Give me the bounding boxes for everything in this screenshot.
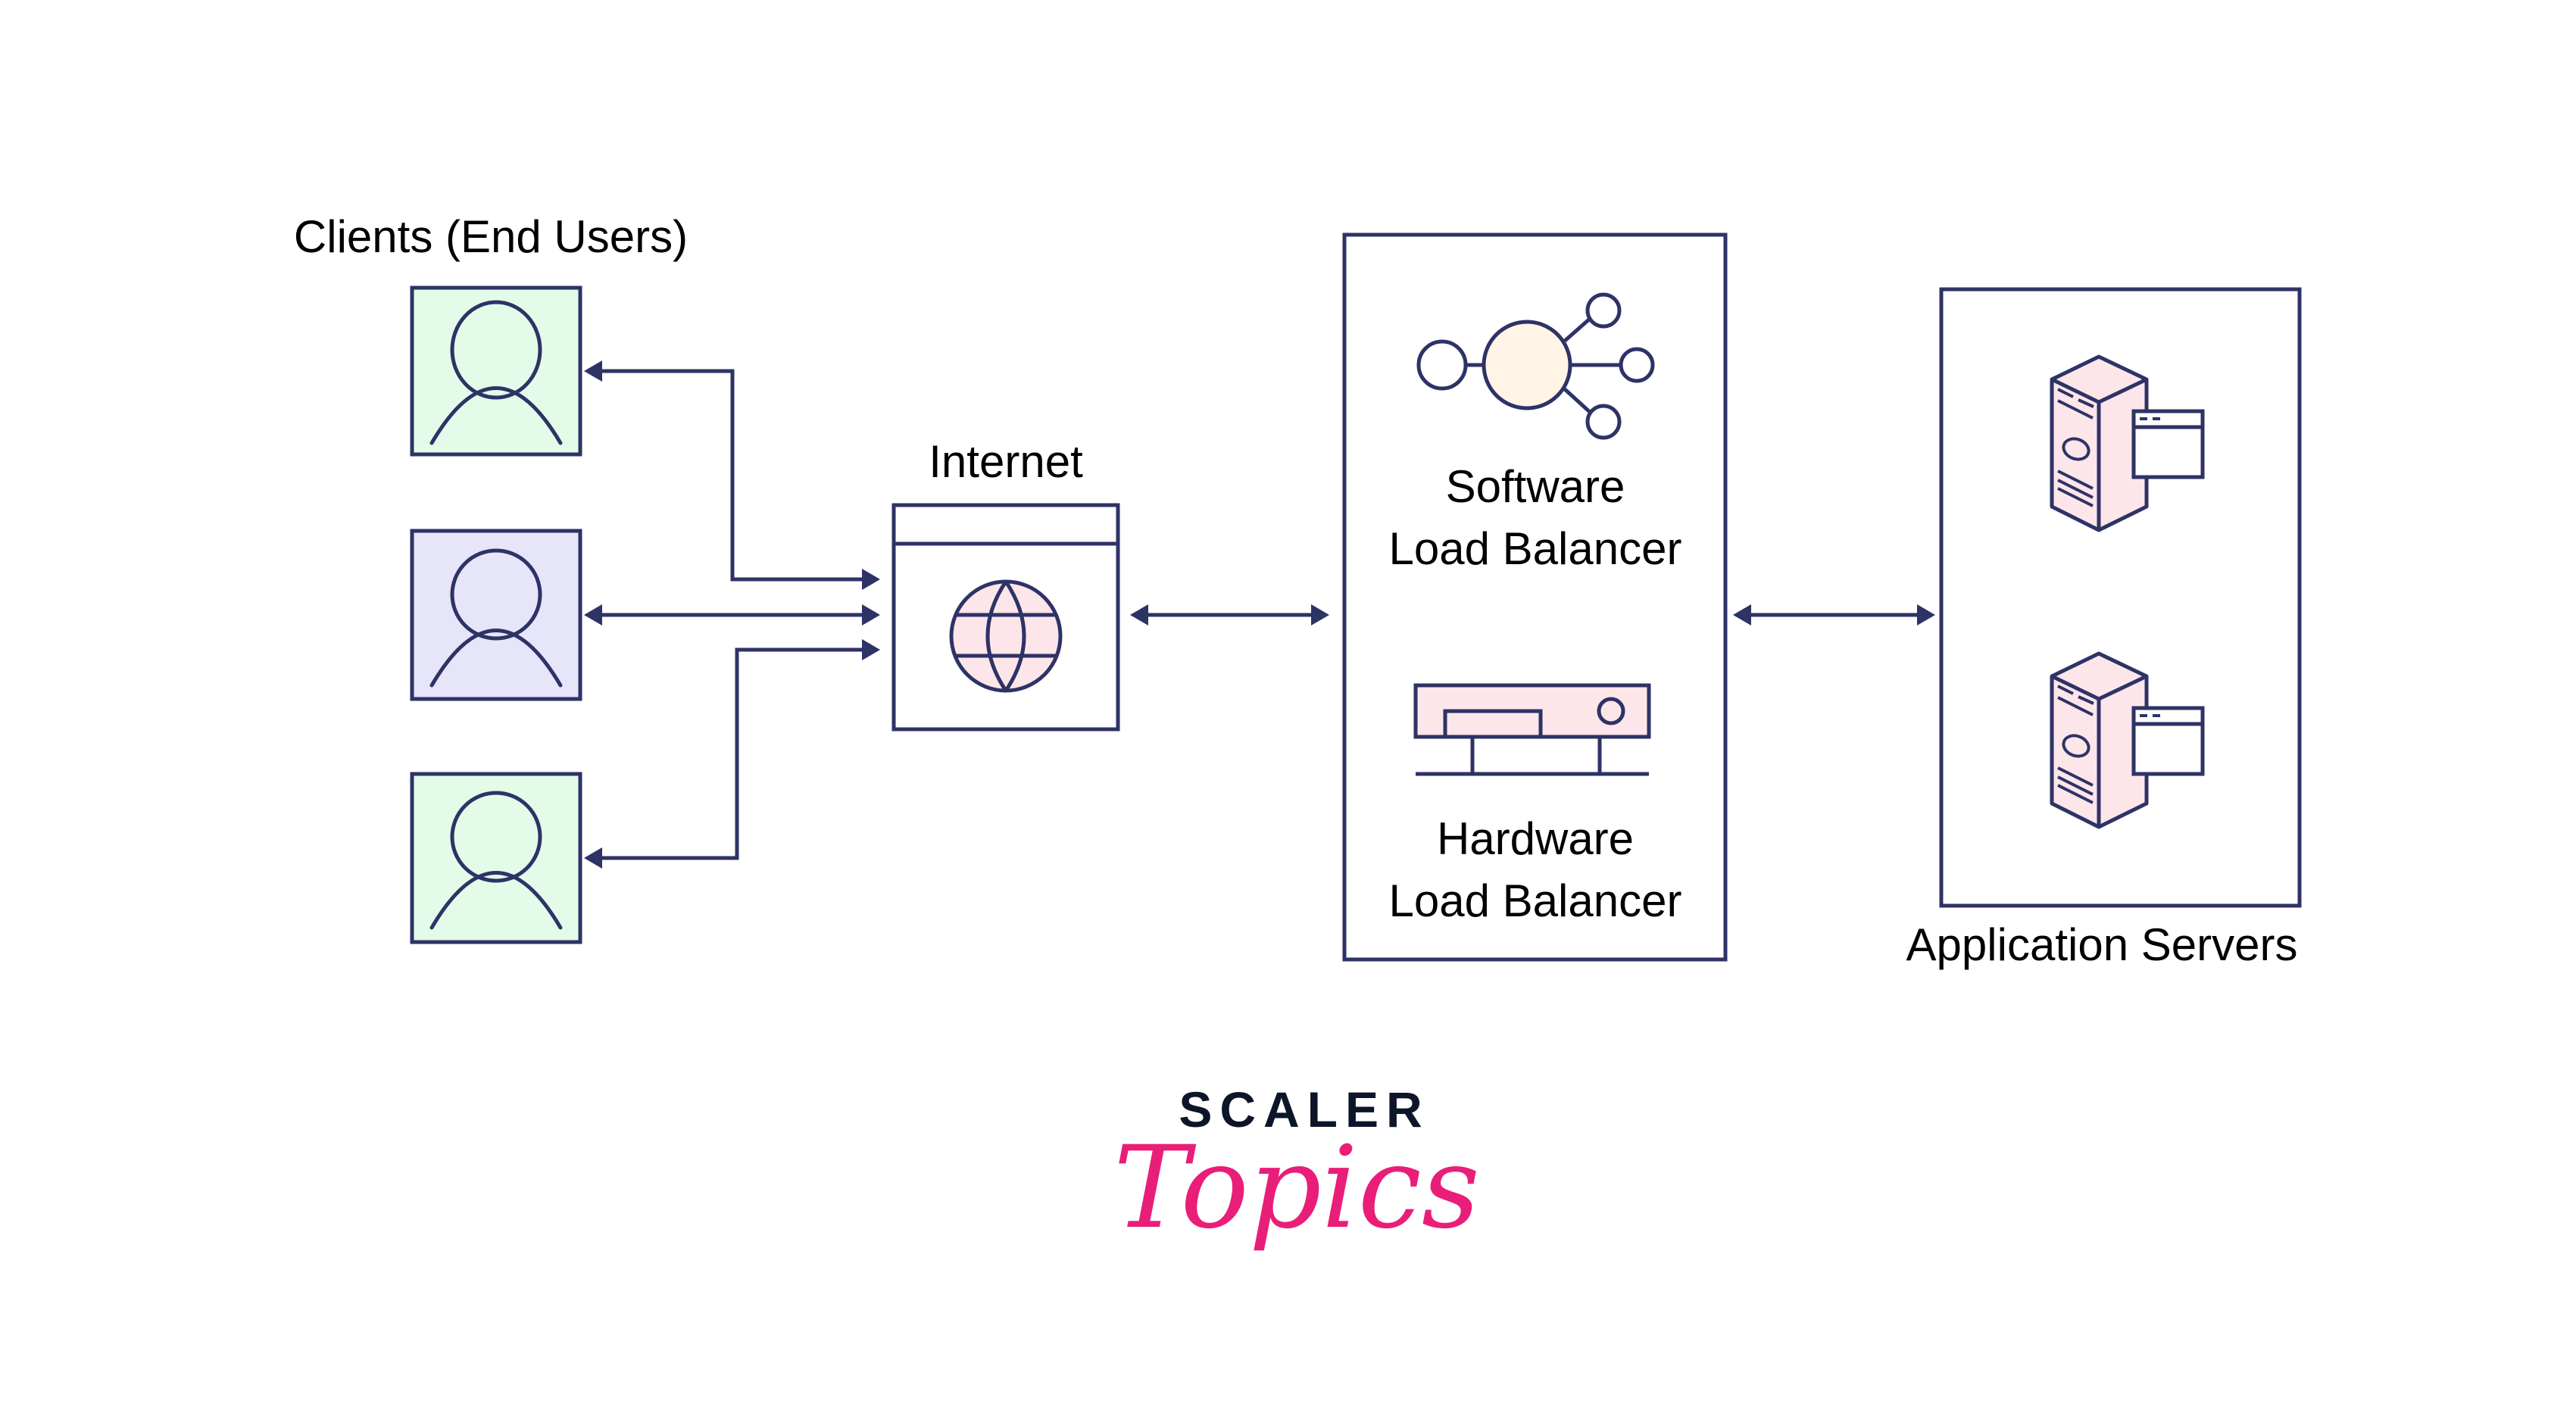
hardware-lb-line1: Hardware [1437, 813, 1634, 864]
network-hub-icon [1416, 292, 1655, 440]
internet-window [891, 503, 1120, 732]
connector-client-3 [595, 647, 863, 860]
globe-icon [949, 579, 1063, 693]
arrowhead-lb-side [1311, 604, 1329, 626]
arrowhead-client-3-right [862, 639, 880, 660]
app-servers-container [1939, 287, 2302, 908]
logo-product-text: Topics [1113, 1122, 1480, 1254]
client-1 [410, 285, 582, 457]
logo-brand-text: SCALER [1179, 1081, 1429, 1137]
arrowhead-client-2-left [584, 604, 602, 626]
connector-internet-lb [1130, 604, 1329, 626]
server-tower-icon [2050, 651, 2205, 829]
arrowhead-client-3-left [584, 847, 602, 869]
server-tower-icon [2050, 354, 2205, 532]
software-lb-line2: Load Balancer [1389, 523, 1682, 574]
arrowhead-internet-side [1130, 604, 1148, 626]
client-3 [410, 772, 582, 944]
client-connectors [584, 360, 880, 869]
arrowhead-client-1-right [862, 569, 880, 590]
arrowhead-client-2-right [862, 604, 880, 626]
arrowhead-servers-side [1917, 604, 1935, 626]
arrowhead-lb-side-right [1733, 604, 1751, 626]
hardware-device-icon [1413, 683, 1651, 776]
clients-label: Clients (End Users) [294, 211, 688, 262]
connector-lb-servers [1733, 604, 1935, 626]
scaler-topics-logo: SCALER Topics [1113, 1081, 1480, 1254]
arrowhead-client-1-left [584, 360, 602, 382]
connector-client-1 [595, 369, 863, 582]
internet-label: Internet [929, 436, 1083, 487]
load-balancer-container: Software Load Balancer Hardware Load Bal… [1342, 232, 1728, 962]
client-1-box [410, 285, 582, 457]
client-2 [410, 529, 582, 701]
software-lb-line1: Software [1446, 461, 1625, 512]
app-servers-label: Application Servers [1906, 919, 2298, 970]
user-icon [429, 548, 563, 688]
hardware-lb-line2: Load Balancer [1389, 875, 1682, 926]
user-icon [429, 300, 563, 445]
user-icon [429, 791, 563, 930]
